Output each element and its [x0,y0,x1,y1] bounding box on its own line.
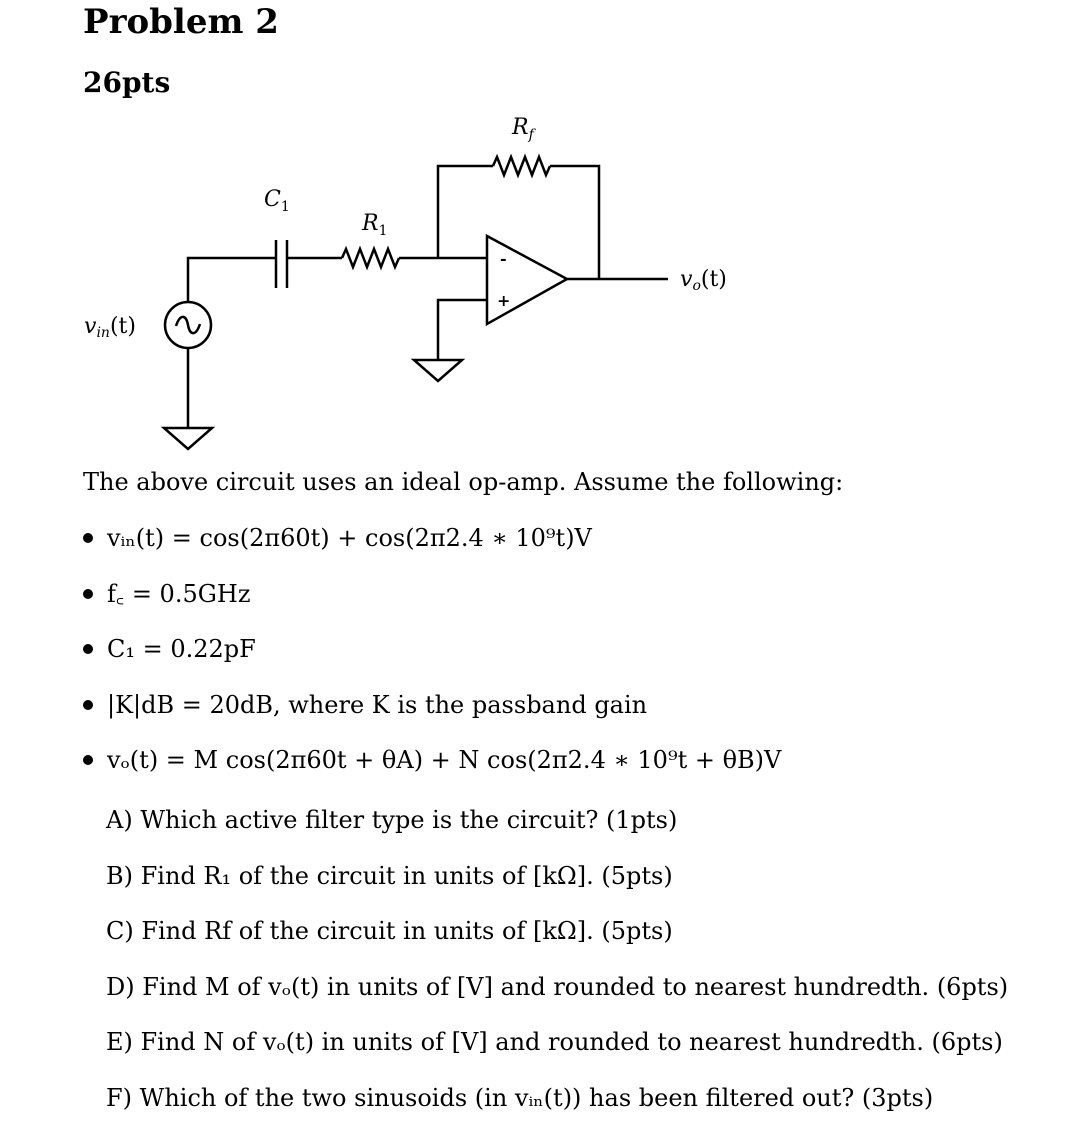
bullet-icon [83,643,93,654]
question-d: D) Find M of vₒ(t) in units of [V] and r… [106,973,1009,1001]
opamp-triangle [485,233,570,327]
question-a: A) Which active filter type is the circu… [106,806,678,834]
wire-feedback-left [436,164,493,258]
resistor-r1 [340,245,401,271]
bullet-icon [83,699,93,710]
label-c1: C1 [264,187,290,215]
question-b: B) Find R₁ of the circuit in units of [k… [106,862,673,890]
wire-plus-ground [436,298,487,360]
assumption-item: C₁ = 0.22pF [83,633,256,665]
label-rf: Rf [511,115,537,143]
resistor-rf [491,153,552,179]
question-c: C) Find Rf of the circuit in units of [k… [106,917,673,945]
ground-symbol-source [160,426,216,451]
question-f: F) Which of the two sinusoids (in vᵢₙ(t)… [106,1084,934,1112]
problem-title: Problem 2 [83,2,279,42]
assumption-item: vₒ(t) = M cos(2π60t + θA) + N cos(2π2.4 … [83,744,781,776]
intro-text: The above circuit uses an ideal op-amp. … [83,468,844,496]
wire-source-top [186,256,276,302]
bullet-icon [83,588,93,599]
opamp-minus-sign: - [500,249,507,268]
assumption-item: vᵢₙ(t) = cos(2π60t) + cos(2π2.4 ∗ 10⁹t)V [83,522,592,554]
assumption-item: f꜀ = 0.5GHz [83,578,250,610]
label-vin: vin(t) [84,314,136,341]
bullet-icon [83,532,93,543]
assumption-item: |K|dB = 20dB, where K is the passband ga… [83,689,647,721]
problem-points: 26pts [83,66,171,99]
ground-symbol-opamp [410,358,466,383]
label-vo: vo(t) [680,267,727,294]
question-e: E) Find N of vₒ(t) in units of [V] and r… [106,1028,1003,1056]
wire-feedback-right [550,164,601,279]
label-r1: R1 [361,211,388,239]
ac-source-sine-icon [174,315,202,335]
opamp-plus-sign: + [497,291,510,310]
circuit-diagram: Rf C1 R1 vin(t) vo(t) - + [84,115,727,451]
bullet-icon [83,754,93,765]
